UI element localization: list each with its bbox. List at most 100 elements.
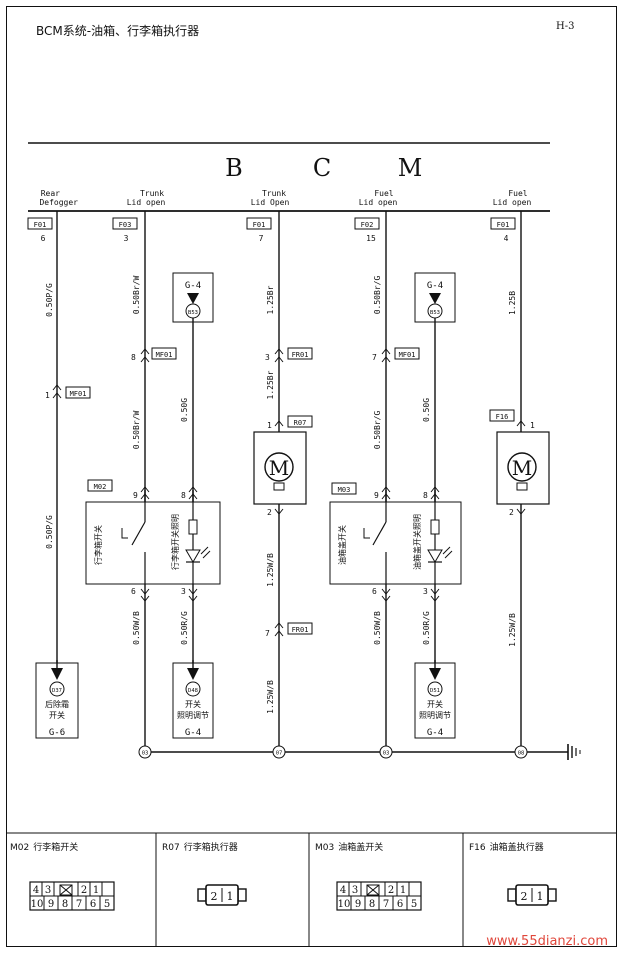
- legend-r07-pinout: 2 1: [197, 884, 247, 906]
- pin-number: 1: [93, 885, 99, 896]
- pin-label: Lid Open: [251, 198, 290, 207]
- connector-tab: [287, 347, 313, 360]
- connector-tab: [331, 482, 357, 495]
- pin-number: 9: [133, 491, 138, 500]
- circuit-fuel-switch: 0.50Br/G 7 MF01 0.50Br/G 0.50W/B: [372, 211, 420, 752]
- pin-number: 4: [340, 885, 346, 896]
- pin-number: 3: [181, 587, 186, 596]
- page-code: H-3: [556, 21, 574, 32]
- ground-label: 开关: [49, 710, 65, 720]
- connector-chevron: [52, 384, 62, 391]
- ground-tag: G-4: [427, 728, 443, 738]
- bcm-pin-trunk-lid-open-2: Trunk Lid Open F01 7: [246, 189, 290, 243]
- legend-m03-pinout: 4 3 2 1 10 9 8 7 6 5: [336, 881, 422, 911]
- wire-label: 1.25Br: [266, 370, 275, 399]
- connector-name: MF01: [399, 351, 416, 359]
- arrow-down-icon: [429, 293, 441, 304]
- watermark: www.55dianzi.com: [486, 934, 608, 949]
- pin-number: 6: [372, 587, 377, 596]
- ground-label: 照明调节: [419, 711, 451, 720]
- arrow-down-icon: [187, 668, 199, 680]
- pin-number: 3: [124, 234, 129, 243]
- wire-label: 1.25W/B: [266, 680, 275, 714]
- splice-id: 03: [383, 751, 390, 757]
- m03-module-box: [329, 501, 462, 585]
- pin-number: 1: [400, 885, 406, 896]
- connector-tab: [490, 217, 516, 230]
- pin-number: 9: [48, 899, 54, 910]
- pin-number: 8: [423, 491, 428, 500]
- bcm-letter-b: B: [225, 154, 243, 182]
- connector-tab: [112, 217, 138, 230]
- wire-label: 0.50P/G: [45, 283, 54, 317]
- wire-label: 0.50Br/G: [373, 276, 382, 315]
- pin-number: 3: [265, 353, 270, 362]
- pin-label: Trunk: [262, 189, 286, 198]
- wire-label: 1.25W/B: [508, 613, 517, 647]
- pin-number: 2: [267, 508, 272, 517]
- pin-number: 4: [504, 234, 509, 243]
- wire-label: 0.50G: [422, 398, 431, 422]
- switch-label: 行李箱开关: [93, 525, 103, 565]
- connector-name: MF01: [156, 351, 173, 359]
- connector-name: F16: [496, 413, 509, 421]
- motor-symbol: M: [512, 456, 532, 480]
- motor-symbol: M: [269, 456, 289, 480]
- splice-node: [272, 745, 286, 759]
- switch-blade: [372, 521, 387, 546]
- pin-number: 10: [338, 899, 351, 910]
- connector-name: MF01: [70, 390, 87, 398]
- diode-icon: [427, 549, 443, 563]
- pin-label: Rear: [41, 189, 60, 198]
- wire-label: 0.50Br/W: [132, 411, 141, 450]
- ground-tag: G-4: [185, 281, 201, 291]
- ground-tag: G-4: [185, 728, 201, 738]
- connector-name: F01: [34, 221, 47, 229]
- ground-label: 照明调节: [177, 711, 209, 720]
- ground-symbol-icon: [567, 744, 581, 760]
- pin-number: 5: [104, 899, 110, 910]
- light-label: 油箱盖开关照明: [412, 514, 422, 570]
- ground-tag: G-6: [49, 728, 65, 738]
- page-title: BCM系统-油箱、行李箱执行器: [36, 23, 199, 38]
- connector-name: R07: [294, 419, 307, 427]
- bcm-pin-fuel-lid-open-2: Fuel Lid open F01 4: [490, 189, 531, 243]
- light-label: 行李箱开关照明: [170, 514, 180, 570]
- connector-tab: [246, 217, 272, 230]
- switch-blade: [131, 521, 146, 546]
- pin-number: 1: [530, 421, 535, 430]
- pin-number: 7: [383, 899, 389, 910]
- legend-code: F16: [469, 843, 486, 853]
- pin-number: 8: [181, 491, 186, 500]
- circuit-trunk-actuator: 1.25Br 3 FR01 1.25Br R07 1 M 2 1.25W/B 7…: [253, 211, 313, 752]
- ground-label: 开关: [185, 699, 201, 709]
- pin-number: 7: [265, 629, 270, 638]
- connector-name: FR01: [292, 351, 309, 359]
- pin-label: Fuel: [374, 189, 393, 198]
- diode-icon: [185, 549, 201, 563]
- connector-tab: [151, 347, 177, 360]
- legend-name: 油箱盖执行器: [490, 841, 544, 853]
- pin-number: 7: [259, 234, 264, 243]
- wire-label: 0.50W/B: [132, 611, 141, 645]
- pin-number: 2: [388, 885, 394, 896]
- legend-code: M02: [10, 843, 29, 853]
- resistor: [188, 519, 198, 535]
- splice-id: 08: [518, 751, 525, 757]
- pin-number: 1: [537, 890, 544, 903]
- ground-node-id: D48: [188, 688, 198, 694]
- bcm-pin-rear-defogger: Rear Defogger F01 6: [27, 189, 78, 243]
- connector-name: F01: [497, 221, 510, 229]
- splice-node: [379, 745, 393, 759]
- pin-number: 2: [211, 890, 218, 903]
- connector-tab: [87, 479, 113, 492]
- ground-label: 后除霜: [45, 699, 69, 709]
- wire-label: 0.50Br/G: [373, 411, 382, 450]
- pin-number: 15: [366, 234, 376, 243]
- connector-tab: [394, 347, 420, 360]
- page-frame: [6, 6, 617, 947]
